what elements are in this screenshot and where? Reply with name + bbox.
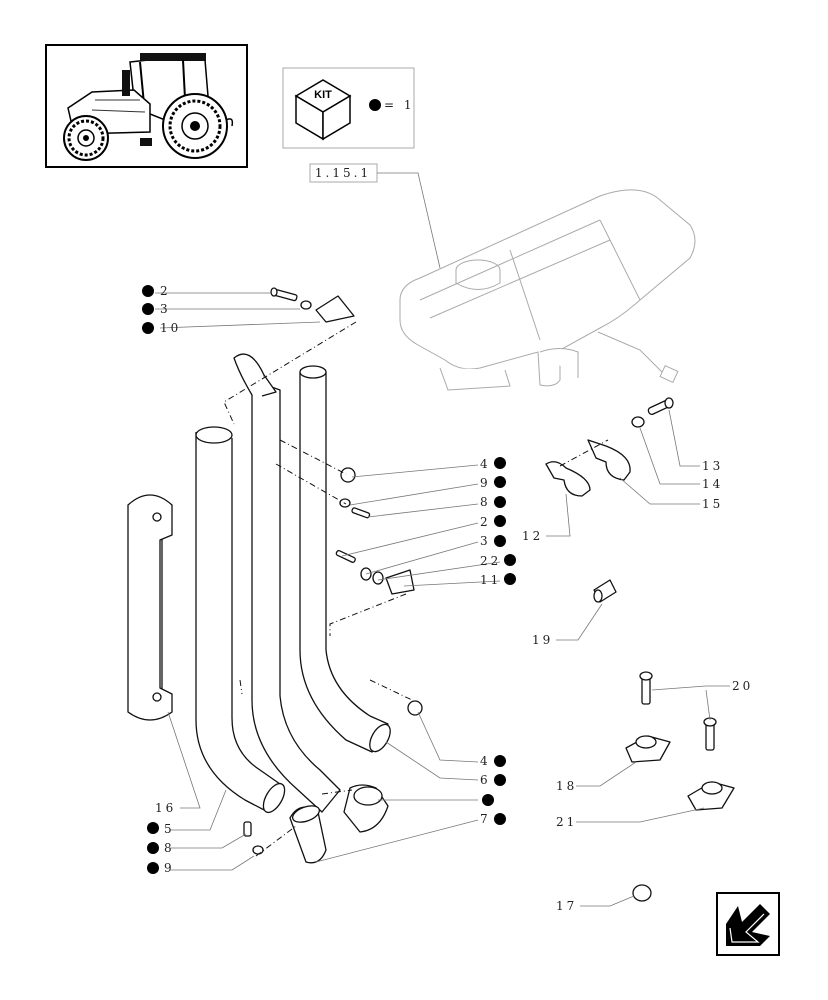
callout-3-left[interactable]: 3 [142, 302, 171, 316]
right-callouts: 13 14 15 12 19 20 18 21 17 [522, 459, 753, 913]
exhaust-pipe-right[interactable] [299, 365, 394, 755]
exhaust-outlet-elbow[interactable] [289, 784, 389, 864]
svg-text:4: 4 [480, 754, 491, 768]
svg-text:9: 9 [164, 861, 175, 875]
kit-badge-text: KIT [314, 89, 332, 101]
svg-text:6: 6 [480, 773, 491, 787]
callout-unlabeled[interactable] [482, 794, 494, 806]
svg-text:11: 11 [480, 573, 501, 587]
callout-21[interactable]: 21 [556, 815, 577, 829]
callout-16[interactable]: 16 [155, 801, 176, 815]
svg-text:8: 8 [164, 841, 175, 855]
callout-10[interactable]: 10 [142, 321, 181, 335]
tractor-thumbnail-icon[interactable] [45, 44, 248, 168]
next-page-arrow-icon[interactable] [716, 892, 780, 956]
callout-19[interactable]: 19 [532, 633, 553, 647]
heat-guard-handle[interactable] [127, 494, 173, 721]
center-callouts: 4 9 8 2 3 22 11 4 [480, 457, 516, 826]
svg-text:3: 3 [160, 302, 171, 316]
svg-text:22: 22 [480, 554, 501, 568]
callout-8-left[interactable]: 8 [147, 841, 175, 855]
fuel-tank-ghost [399, 189, 696, 391]
exhaust-pipe-middle[interactable] [233, 353, 341, 813]
callout-4-lower[interactable]: 4 [480, 754, 506, 768]
callout-18[interactable]: 18 [556, 779, 577, 793]
callout-6[interactable]: 6 [480, 773, 506, 787]
callout-14[interactable]: 14 [702, 477, 723, 491]
callout-2-center[interactable]: 2 [480, 515, 506, 529]
callout-5[interactable]: 5 [147, 822, 175, 836]
rubber-mounts[interactable] [625, 735, 735, 902]
mount-bolts-20[interactable] [639, 671, 717, 751]
strap-clamps[interactable] [545, 397, 674, 497]
callout-22[interactable]: 22 [480, 554, 516, 568]
svg-text:2: 2 [480, 515, 491, 529]
reference-text: 1.15.1 [315, 166, 371, 180]
exhaust-pipe-left[interactable] [195, 426, 289, 816]
callout-7[interactable]: 7 [480, 812, 506, 826]
callout-17[interactable]: 17 [556, 899, 577, 913]
svg-text:5: 5 [164, 822, 175, 836]
reference-tag[interactable]: 1.15.1 [309, 163, 441, 269]
callout-11[interactable]: 11 [480, 573, 516, 587]
svg-text:16: 16 [155, 801, 176, 815]
left-callouts: 2 3 10 16 5 8 9 [142, 284, 181, 875]
callout-2-left[interactable]: 2 [142, 284, 171, 298]
kit-legend-text: = 1 [384, 98, 415, 112]
svg-text:2: 2 [160, 284, 171, 298]
callout-13[interactable]: 13 [702, 459, 723, 473]
svg-text:8: 8 [480, 495, 491, 509]
callout-8-center[interactable]: 8 [480, 495, 506, 509]
callout-9-left[interactable]: 9 [147, 861, 175, 875]
callout-12[interactable]: 12 [522, 529, 543, 543]
kit-cube-icon: KIT [294, 79, 352, 141]
svg-text:3: 3 [480, 534, 491, 548]
callout-15[interactable]: 15 [702, 497, 723, 511]
svg-text:4: 4 [480, 457, 491, 471]
kit-dot-marker [369, 99, 381, 111]
svg-text:9: 9 [480, 476, 491, 490]
leader-lines [155, 292, 730, 907]
svg-text:7: 7 [480, 812, 491, 826]
assembly-centerlines [223, 321, 609, 857]
kit-legend-box: KIT = 1 [282, 67, 415, 149]
callout-3-center[interactable]: 3 [480, 534, 506, 548]
callout-4-upper[interactable]: 4 [480, 457, 506, 471]
clamp-hardware-middle[interactable] [243, 467, 423, 855]
callout-9-center[interactable]: 9 [480, 476, 506, 490]
callout-20[interactable]: 20 [732, 679, 753, 693]
sleeve-19[interactable] [593, 579, 617, 603]
svg-text:10: 10 [160, 321, 181, 335]
bolt-top[interactable] [270, 287, 355, 323]
